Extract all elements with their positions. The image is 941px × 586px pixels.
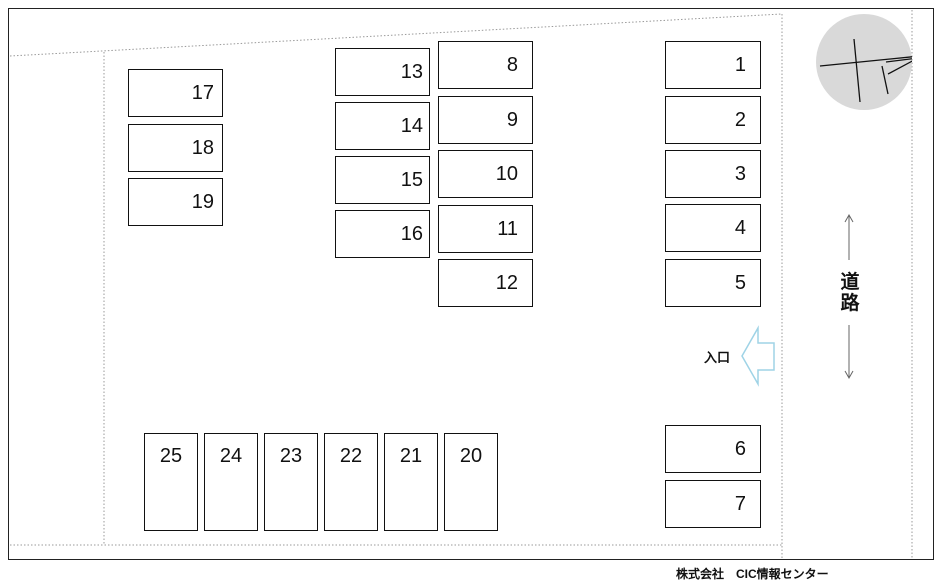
entrance-arrow-icon (741, 325, 775, 387)
space-number: 6 (734, 438, 746, 460)
space-number: 5 (734, 272, 746, 294)
space-number: 7 (734, 493, 746, 515)
parking-space-9: 9 (438, 96, 533, 144)
parking-space-25: 25 (144, 433, 198, 531)
space-number: 16 (400, 223, 423, 245)
road-direction-arrow-icon (844, 213, 854, 380)
space-number: 20 (459, 445, 483, 467)
parking-space-13: 13 (335, 48, 430, 96)
parking-space-8: 8 (438, 41, 533, 89)
parking-space-23: 23 (264, 433, 318, 531)
road-label: 道路 (840, 272, 860, 314)
parking-space-22: 22 (324, 433, 378, 531)
space-number: 12 (495, 272, 518, 294)
space-number: 8 (506, 54, 518, 76)
space-number: 10 (495, 163, 518, 185)
parking-space-14: 14 (335, 102, 430, 150)
space-number: 23 (279, 445, 303, 467)
parking-space-21: 21 (384, 433, 438, 531)
space-number: 22 (339, 445, 363, 467)
parking-space-12: 12 (438, 259, 533, 307)
space-number: 9 (506, 109, 518, 131)
space-number: 15 (400, 169, 423, 191)
space-number: 3 (734, 163, 746, 185)
parking-space-4: 4 (665, 204, 761, 252)
space-number: 24 (219, 445, 243, 467)
parking-space-24: 24 (204, 433, 258, 531)
parking-space-3: 3 (665, 150, 761, 198)
parking-space-7: 7 (665, 480, 761, 528)
credit-text: 株式会社 CIC情報センター (676, 567, 829, 581)
parking-space-2: 2 (665, 96, 761, 144)
space-number: 21 (399, 445, 423, 467)
north-compass (816, 14, 921, 110)
north-arrow-icon (819, 38, 921, 103)
space-number: 1 (734, 54, 746, 76)
space-number: 19 (191, 191, 214, 213)
parking-space-1: 1 (665, 41, 761, 89)
parking-space-20: 20 (444, 433, 498, 531)
parking-space-17: 17 (128, 69, 223, 117)
space-number: 17 (191, 82, 214, 104)
parking-space-11: 11 (438, 205, 533, 253)
parking-space-19: 19 (128, 178, 223, 226)
parking-space-5: 5 (665, 259, 761, 307)
property-line-top (9, 13, 783, 57)
parking-space-15: 15 (335, 156, 430, 204)
space-number: 14 (400, 115, 423, 137)
space-number: 4 (734, 217, 746, 239)
entrance-label: 入口 (704, 350, 731, 365)
space-number: 18 (191, 137, 214, 159)
space-number: 2 (734, 109, 746, 131)
parking-space-10: 10 (438, 150, 533, 198)
parking-space-16: 16 (335, 210, 430, 258)
parking-space-6: 6 (665, 425, 761, 473)
site-boundary (8, 8, 934, 560)
space-number: 11 (497, 218, 518, 240)
space-number: 25 (159, 445, 183, 467)
parking-space-18: 18 (128, 124, 223, 172)
space-number: 13 (400, 61, 423, 83)
